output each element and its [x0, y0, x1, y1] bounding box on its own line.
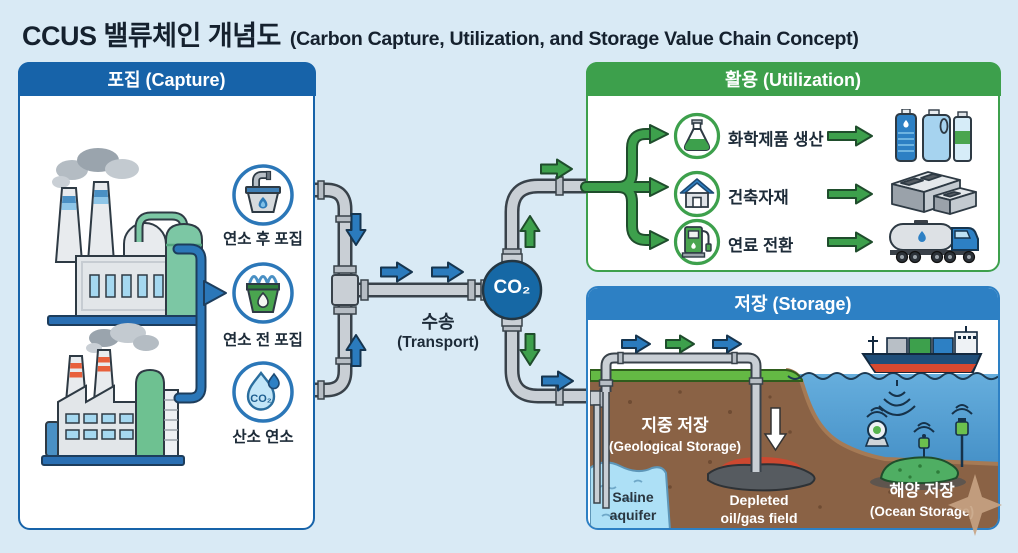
droplet-co2-text: CO₂: [250, 393, 272, 405]
storage-header: 저장 (Storage): [588, 288, 998, 320]
capture-method-label: 산소 연소: [232, 429, 294, 446]
seabed-sensor-round: [864, 407, 890, 447]
bottle-ribbed: [895, 109, 917, 162]
smoke-clouds: [52, 148, 139, 188]
ship-sonar-waves: [878, 380, 916, 416]
flow-arrows: [345, 158, 574, 392]
tanker-truck-illustration: [889, 220, 979, 264]
block-large: [891, 171, 961, 213]
title-english: (Carbon Capture, Utilization, and Storag…: [289, 28, 859, 50]
wheels: [895, 250, 976, 264]
saline-aquifer-label: Saline aquifer: [609, 489, 657, 523]
utilization-header: 활용 (Utilization): [585, 61, 1001, 96]
bottle-jug: [922, 109, 951, 162]
cargo-ship: [861, 326, 983, 373]
capture-header: 포집 (Capture): [17, 61, 316, 96]
chemical-flask-icon: [673, 112, 721, 160]
utilization-item-label: 화학제품 생산: [728, 131, 824, 149]
ocean-storage-label-en: (Ocean Storage): [869, 504, 975, 519]
green-tower: [135, 368, 165, 457]
fuel-pump-icon: [673, 218, 721, 266]
pipeline-arrows: [621, 334, 742, 354]
ocean-co2-plume: [879, 456, 959, 485]
geological-storage-label-en: (Geological Storage): [608, 439, 742, 454]
ocean-storage-label-ko: 해양 저장: [889, 482, 955, 500]
house-icon: [673, 170, 721, 218]
co2-node-label: CO₂: [493, 277, 531, 298]
windows: [89, 274, 164, 298]
capture-panel: 포집 (Capture): [17, 61, 316, 530]
utilization-panel: 활용 (Utilization) 화학제품 생산: [585, 61, 1001, 272]
utilization-item-label: 건축자재: [728, 189, 789, 207]
injection-down-arrow: [763, 407, 788, 452]
seabed-sensor-buoy-tall: [951, 404, 973, 467]
smoke-clouds: [86, 323, 159, 353]
depleted-field-formation: [707, 463, 816, 492]
plastic-bottles-illustration: [895, 109, 972, 162]
right-arrow-icon: [827, 125, 873, 147]
small-droplet: [267, 372, 280, 390]
capture-method-label: 연소 후 포집: [223, 231, 303, 248]
tank-droplet: [918, 231, 926, 243]
connector-arrowhead: [203, 280, 227, 306]
utilization-item-label: 연료 전환: [728, 237, 794, 255]
grass: [590, 369, 803, 382]
pre-combustion-gasifier-icon: [232, 262, 294, 324]
capture-method-label: 연소 전 포집: [223, 332, 303, 349]
title-korean: CCUS 밸류체인 개념도: [22, 21, 281, 51]
depleted-field-label: Depleted oil/gas field: [720, 492, 798, 526]
well-pipe-a: [593, 404, 601, 504]
post-combustion-boiler-icon: [232, 164, 294, 226]
concrete-blocks-illustration: [891, 171, 977, 215]
page-title: CCUS 밸류체인 개념도 (Carbon Capture, Utilizati…: [22, 14, 859, 53]
industrial-factory-illustration: [41, 323, 185, 466]
white-flame: [257, 291, 269, 308]
oxyfuel-co2-droplet-icon: CO₂: [232, 361, 294, 423]
windows: [65, 413, 134, 440]
bottle-green-label: [953, 111, 972, 162]
factory-emission-connector: [172, 243, 227, 404]
right-arrow-icon: [827, 231, 873, 253]
transport-pipes: [315, 176, 586, 406]
power-plant-factory-illustration: [47, 148, 203, 326]
transport-label: 수송 (Transport): [397, 312, 479, 351]
storage-panel: 저장 (Storage): [586, 286, 1000, 530]
factory-base: [41, 455, 185, 466]
right-arrow-icon: [827, 183, 873, 205]
block-small: [933, 187, 977, 215]
chimney-2: [86, 181, 116, 263]
geological-storage-label-ko: 지중 저장: [641, 416, 709, 435]
